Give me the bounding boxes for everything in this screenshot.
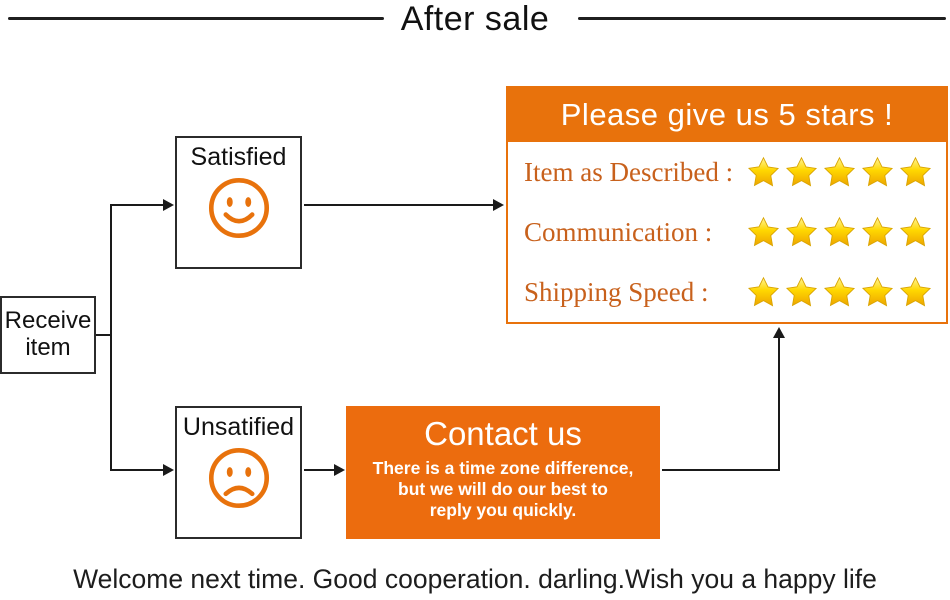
star-rating — [744, 275, 934, 310]
rating-label: Shipping Speed : — [524, 276, 709, 307]
contact-line-1: There is a time zone difference, — [372, 458, 634, 478]
star-rating — [744, 215, 934, 250]
star-icon — [785, 156, 818, 186]
star-icon — [823, 156, 856, 186]
arrowhead-contact — [334, 464, 345, 476]
arrowhead-up-to-stars — [773, 327, 785, 338]
star-rating — [744, 155, 934, 190]
star-icon — [823, 276, 856, 306]
footer-text: Welcome next time. Good cooperation. dar… — [73, 564, 877, 594]
satisfied-label: Satisfied — [190, 143, 287, 171]
contact-line-2: but we will do our best to — [398, 479, 608, 499]
star-icon — [785, 216, 818, 246]
connector-contact-up — [778, 338, 780, 471]
connector-to-unsatisfied — [112, 469, 164, 471]
connector-receive-stub — [96, 334, 111, 336]
rating-row: Communication : — [508, 202, 946, 262]
connector-satisfied-to-stars — [304, 204, 494, 206]
rating-row: Item as Described : — [508, 142, 946, 202]
rating-label: Item as Described : — [524, 156, 734, 187]
stars-panel: Please give us 5 stars ! Item as Describ… — [506, 86, 948, 324]
rating-row: Shipping Speed : — [508, 262, 946, 322]
connector-branch-vertical — [110, 204, 112, 471]
stars-panel-header: Please give us 5 stars ! — [508, 88, 946, 142]
star-icon — [785, 276, 818, 306]
star-icon — [861, 276, 894, 306]
star-icon — [899, 156, 932, 186]
connector-unsatisfied-to-contact — [304, 469, 335, 471]
arrowhead-stars — [493, 199, 504, 211]
connector-contact-right — [662, 469, 780, 471]
receive-item-label: Receive item — [4, 307, 92, 362]
receive-item-box: Receive item — [0, 296, 96, 374]
arrowhead-satisfied — [163, 199, 174, 211]
unsatisfied-box: Unsatified — [175, 406, 302, 539]
title-rule-right — [578, 17, 946, 20]
star-icon — [899, 276, 932, 306]
receive-item-line2: item — [25, 334, 71, 361]
unsatisfied-label: Unsatified — [182, 413, 295, 441]
star-icon — [823, 216, 856, 246]
rating-label: Communication : — [524, 216, 713, 247]
page-title: After sale — [400, 0, 550, 38]
star-icon — [861, 216, 894, 246]
rating-rows: Item as Described : Communication : Shippi… — [508, 142, 946, 322]
frowny-icon — [208, 447, 269, 509]
contact-box: Contact us There is a time zone differen… — [346, 406, 660, 539]
contact-line-3: reply you quickly. — [429, 500, 577, 520]
star-icon — [747, 216, 780, 246]
star-icon — [899, 216, 932, 246]
receive-item-line1: Receive — [4, 307, 92, 335]
star-icon — [861, 156, 894, 186]
title-rule-left — [8, 17, 384, 20]
star-icon — [747, 276, 780, 306]
connector-to-satisfied — [112, 204, 164, 206]
contact-title: Contact us — [424, 415, 582, 452]
satisfied-box: Satisfied — [175, 136, 302, 269]
star-icon — [747, 156, 780, 186]
smiley-icon — [208, 177, 269, 239]
arrowhead-unsatisfied — [163, 464, 174, 476]
